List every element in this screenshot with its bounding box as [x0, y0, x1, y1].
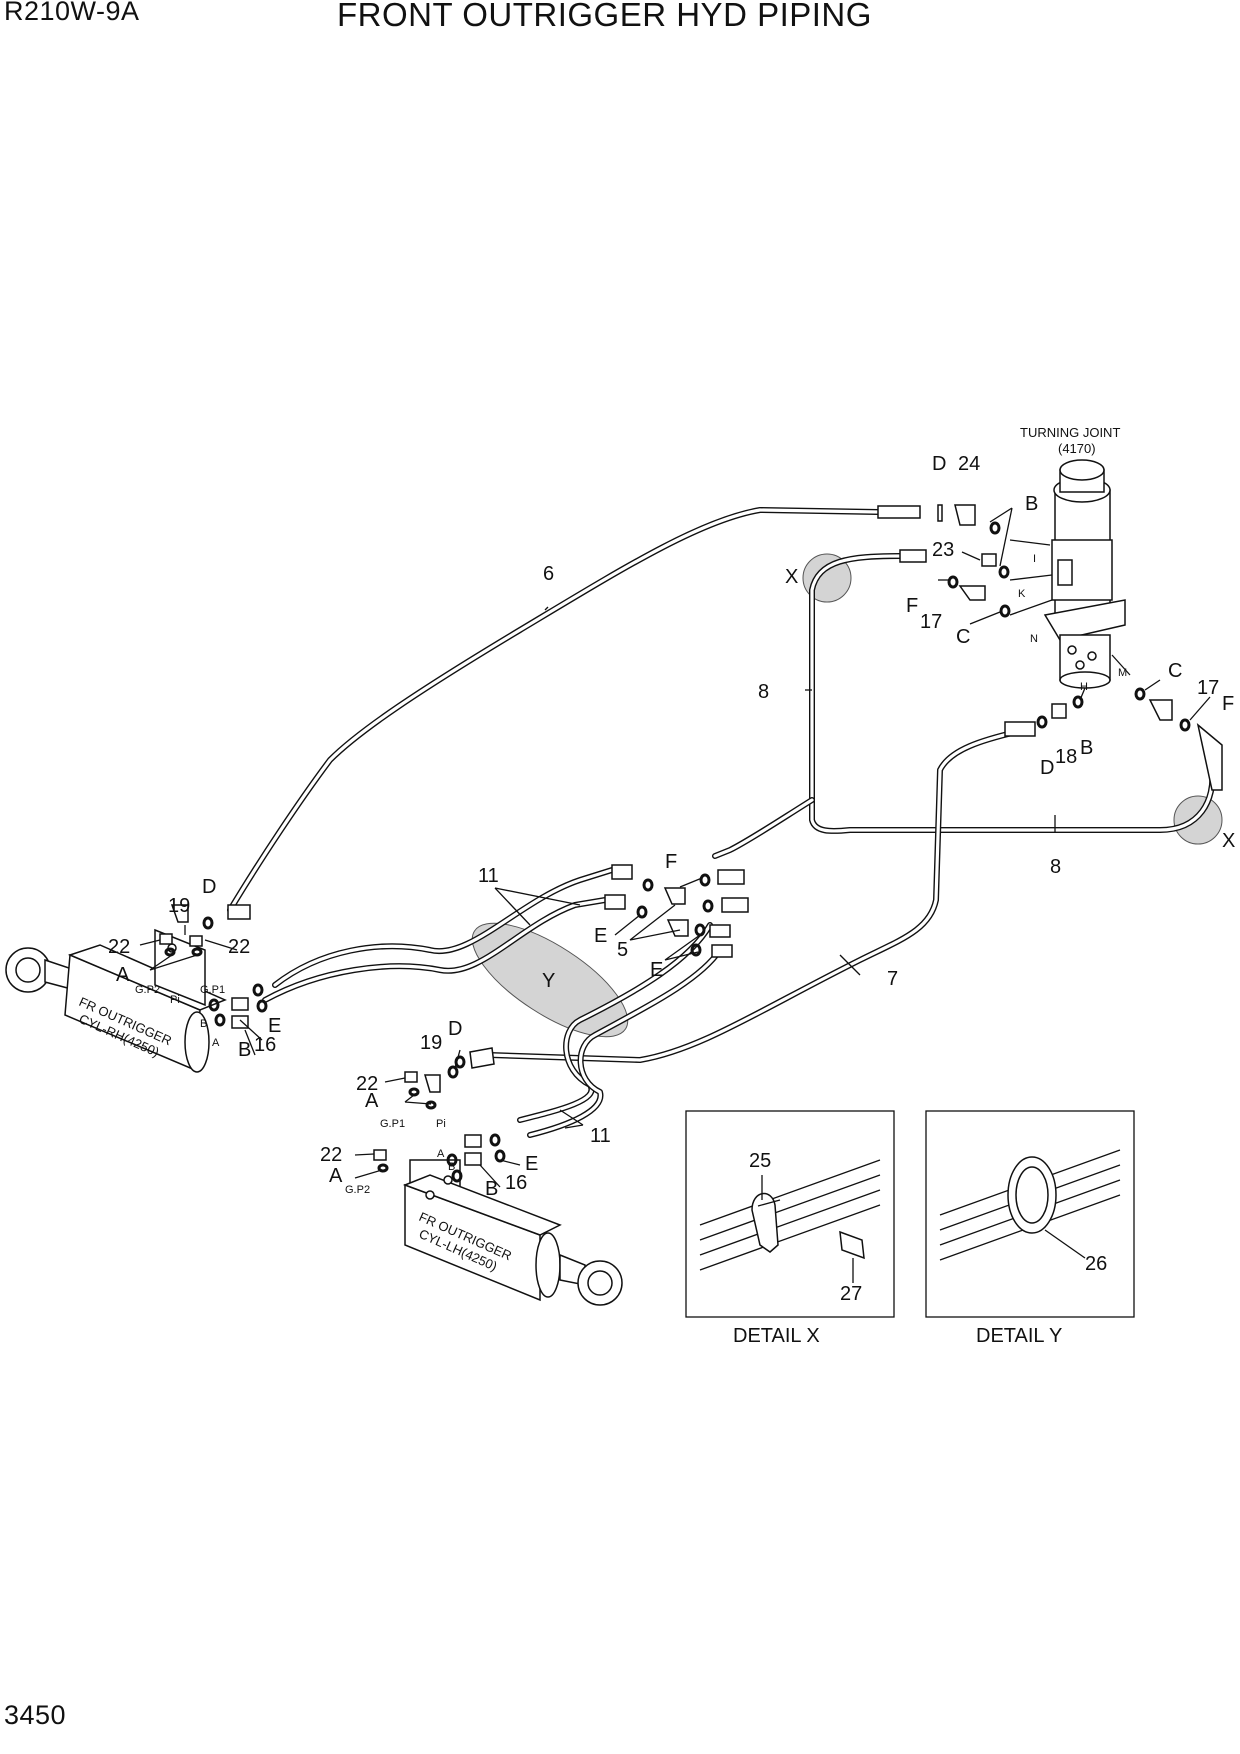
- callout-b-lh: B: [485, 1178, 498, 1200]
- elbow-19-rh: [170, 904, 189, 923]
- assembly-ref: (4170): [1058, 441, 1096, 456]
- callout-8-upper: 8: [758, 681, 769, 703]
- callout-d-right: D: [1040, 757, 1054, 779]
- rh-gp1-label: G.P1: [200, 984, 225, 996]
- rh-gp2-label: G.P2: [135, 984, 160, 996]
- detail-x-box: [685, 1110, 895, 1318]
- callout-f-top: F: [906, 595, 918, 617]
- callout-a-lh-1: A: [365, 1090, 379, 1112]
- model-code: R210W-9A: [4, 0, 140, 26]
- callout-22-lh-2: 22: [320, 1144, 342, 1166]
- plug-22-rh-2: [189, 935, 203, 947]
- tee-5-upper: [663, 887, 686, 905]
- callout-16-rh: 16: [254, 1034, 276, 1056]
- detail-x-label-lower: X: [1222, 830, 1235, 852]
- callout-23: 23: [932, 539, 954, 561]
- callout-22-rh-2: 22: [228, 936, 250, 958]
- leader-lines: [139, 507, 1211, 1188]
- callout-c-right: C: [1168, 660, 1182, 682]
- lh-a-port-label: A: [437, 1148, 445, 1160]
- callout-17-top: 17: [920, 611, 942, 633]
- callout-e-rh: E: [268, 1015, 281, 1037]
- rh-a-port-label: A: [212, 1037, 220, 1049]
- callout-b-rh: B: [238, 1039, 251, 1061]
- port-h-label: H: [1080, 681, 1088, 693]
- detail-x-title: DETAIL X: [733, 1325, 820, 1347]
- page-number: 3450: [4, 1700, 67, 1730]
- callout-e-lh: E: [525, 1153, 538, 1175]
- callout-19-lh: 19: [420, 1032, 442, 1054]
- cylinder-rh: [5, 928, 227, 1073]
- callout-17-right: 17: [1197, 677, 1219, 699]
- assembly-name: TURNING JOINT: [1020, 425, 1120, 440]
- callout-22-lh-1: 22: [356, 1073, 378, 1095]
- detail-x-callout-27: 27: [840, 1283, 862, 1305]
- callout-24: 24: [958, 453, 980, 475]
- tee-5-lower: [666, 919, 689, 937]
- callout-7: 7: [887, 968, 898, 990]
- callout-a-rh: A: [116, 964, 130, 986]
- hose-end-6: [877, 505, 921, 519]
- port-m-label: M: [1118, 667, 1127, 679]
- detail-y-callout-26: 26: [1085, 1253, 1107, 1275]
- callout-c-top: C: [956, 626, 970, 648]
- bolt-27: [839, 1230, 865, 1260]
- callout-11-lower: 11: [590, 1125, 611, 1147]
- callout-e-center-upper: E: [594, 925, 607, 947]
- callout-5: 5: [617, 939, 628, 961]
- detail-y-box: [925, 1110, 1135, 1318]
- detail-y-title: DETAIL Y: [976, 1325, 1062, 1347]
- callout-19-rh: 19: [168, 895, 190, 917]
- pipe-6: [227, 507, 881, 913]
- fittings-center: [604, 864, 749, 958]
- detail-y-label: Y: [542, 970, 555, 992]
- port-k-label: K: [1018, 588, 1026, 600]
- rh-b-port-label: B: [200, 1018, 207, 1030]
- turning-joint: [1043, 459, 1126, 689]
- callout-e-center-lower: E: [650, 959, 663, 981]
- callout-6: 6: [543, 563, 554, 585]
- detail-x-label-upper: X: [785, 566, 798, 588]
- elbow-19-lh: [423, 1074, 441, 1093]
- cylinder-lh: [402, 1159, 623, 1306]
- plug-22-lh-1: [404, 1071, 418, 1083]
- lh-gp2-label: G.P2: [345, 1184, 370, 1196]
- page-title: FRONT OUTRIGGER HYD PIPING: [337, 0, 872, 33]
- callout-22-rh-1: 22: [108, 936, 130, 958]
- callout-d-rh: D: [202, 876, 216, 898]
- callout-b-top: B: [1025, 493, 1038, 515]
- callout-d-lh: D: [448, 1018, 462, 1040]
- callout-11-upper: 11: [478, 865, 499, 887]
- detail-y-marker: [471, 922, 629, 1038]
- lh-pi-label: Pi: [436, 1118, 446, 1130]
- elbow-24: [954, 504, 976, 526]
- plug-22-rh-1: [159, 933, 173, 945]
- rh-pi-label: Pi: [170, 994, 180, 1006]
- lh-b-port-label: B: [448, 1161, 455, 1173]
- callout-18: 18: [1055, 746, 1077, 768]
- tee-17-upper: [958, 585, 986, 601]
- fittings-turning-joint: [877, 504, 1223, 791]
- tee-17-lower: [1148, 699, 1173, 721]
- clamp-25: [751, 1192, 779, 1253]
- port-i-label: I: [1033, 553, 1036, 565]
- lh-gp1-label: G.P1: [380, 1118, 405, 1130]
- adapter-18: [1051, 703, 1067, 719]
- callout-a-lh-2: A: [329, 1165, 343, 1187]
- pipe-11-right: [262, 867, 615, 1003]
- callout-f-center: F: [665, 851, 677, 873]
- port-n-label: N: [1030, 633, 1038, 645]
- pipe-8: [712, 553, 1216, 859]
- callout-b-right: B: [1080, 737, 1093, 759]
- callout-8-lower: 8: [1050, 856, 1061, 878]
- callout-d-top: D: [932, 453, 946, 475]
- callout-16-lh: 16: [505, 1172, 527, 1194]
- detail-x-callout-25: 25: [749, 1150, 771, 1172]
- pipe-7: [487, 727, 1028, 1063]
- pipe-11-left: [517, 922, 723, 1138]
- fittings-cylinder-lh: [373, 1047, 506, 1183]
- plug-22-lh-2: [373, 1149, 387, 1161]
- callout-f-right: F: [1222, 693, 1234, 715]
